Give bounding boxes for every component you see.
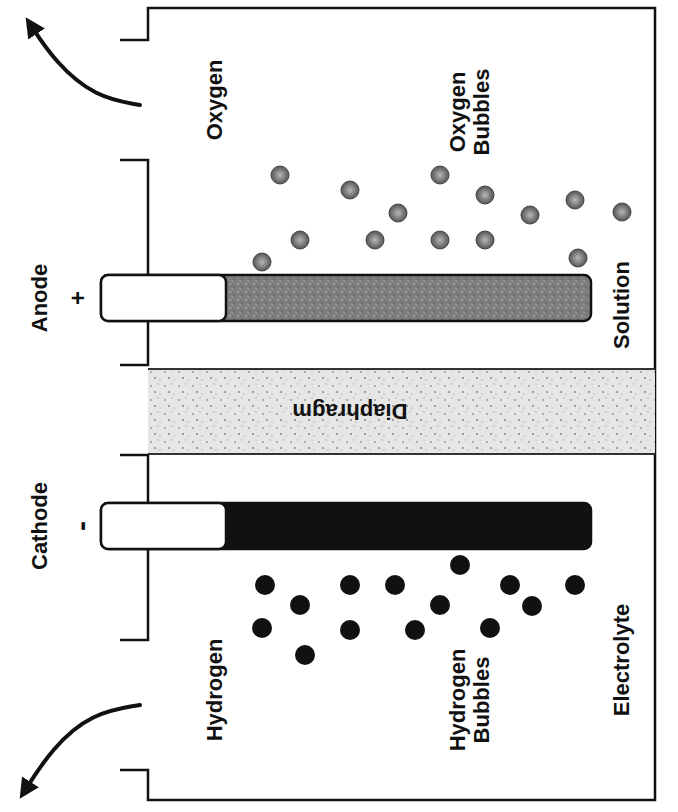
- oxygen-bubble: [253, 253, 271, 271]
- diaphragm-edge: [148, 368, 655, 370]
- oxygen-bubble: [271, 166, 289, 184]
- hydrogen-bubble: [252, 618, 272, 638]
- hydrogen-bubble: [340, 575, 360, 595]
- hydrogen-bubble: [290, 595, 310, 615]
- electrode-terminal: [101, 503, 226, 549]
- diaphragm: Diaphragm: [148, 368, 655, 455]
- bubble-label: Oxygen Bubbles: [446, 57, 494, 167]
- cathode-electrode-shape: [100, 502, 592, 550]
- oxygen-bubble: [431, 231, 449, 249]
- electrode-body: [101, 275, 591, 321]
- gas-label: Hydrogen: [203, 639, 227, 742]
- cell-container: [120, 8, 655, 800]
- oxygen-bubble: [613, 203, 631, 221]
- oxygen-bubble: [431, 166, 449, 184]
- hydrogen-bubble: [340, 620, 360, 640]
- cathode-electrode: Cathode-: [100, 502, 592, 550]
- oxygen-bubble: [521, 206, 539, 224]
- oxygen-bubble: [569, 249, 587, 267]
- electrode-body: [101, 503, 591, 549]
- gas-outlet-arrow: [24, 705, 140, 792]
- solution-label: Solution: [610, 261, 634, 349]
- electrode-terminal: [101, 275, 226, 321]
- electrode-label: Cathode: [28, 482, 52, 570]
- hydrogen-bubble: [500, 575, 520, 595]
- hydrogen-bubble: [430, 595, 450, 615]
- hydrogen-bubble: [405, 620, 425, 640]
- hydrogen-bubble: [450, 555, 470, 575]
- diaphragm-band: [148, 368, 655, 455]
- hydrogen-bubble: [522, 596, 542, 616]
- gas-label: Oxygen: [203, 60, 227, 141]
- hydrogen-bubble: [385, 575, 405, 595]
- oxygen-bubble: [341, 181, 359, 199]
- bubble-label: Hydrogen Bubbles: [446, 640, 494, 760]
- polarity-sign: +: [65, 291, 91, 305]
- hydrogen-bubble: [255, 575, 275, 595]
- oxygen-bubble: [566, 191, 584, 209]
- oxygen-bubble: [476, 231, 494, 249]
- anode-electrode: Anode+: [100, 274, 592, 322]
- oxygen-bubble: [366, 231, 384, 249]
- hydrogen-bubble: [480, 618, 500, 638]
- anode-electrode-shape: [100, 274, 592, 322]
- oxygen-hood: [120, 160, 148, 365]
- polarity-sign: -: [64, 521, 97, 531]
- diaphragm-label: Diaphragm: [293, 399, 408, 423]
- gas-outlet-arrow: [30, 24, 140, 105]
- diaphragm-edge: [148, 453, 655, 455]
- oxygen-bubble: [389, 204, 407, 222]
- oxygen-bubble: [291, 231, 309, 249]
- oxygen-bubble: [476, 186, 494, 204]
- hydrogen-bubble: [295, 645, 315, 665]
- solution-label: Electrolyte: [610, 604, 634, 717]
- gas-arrows: [24, 24, 140, 792]
- hydrogen-bubble: [565, 575, 585, 595]
- electrode-label: Anode: [28, 264, 52, 332]
